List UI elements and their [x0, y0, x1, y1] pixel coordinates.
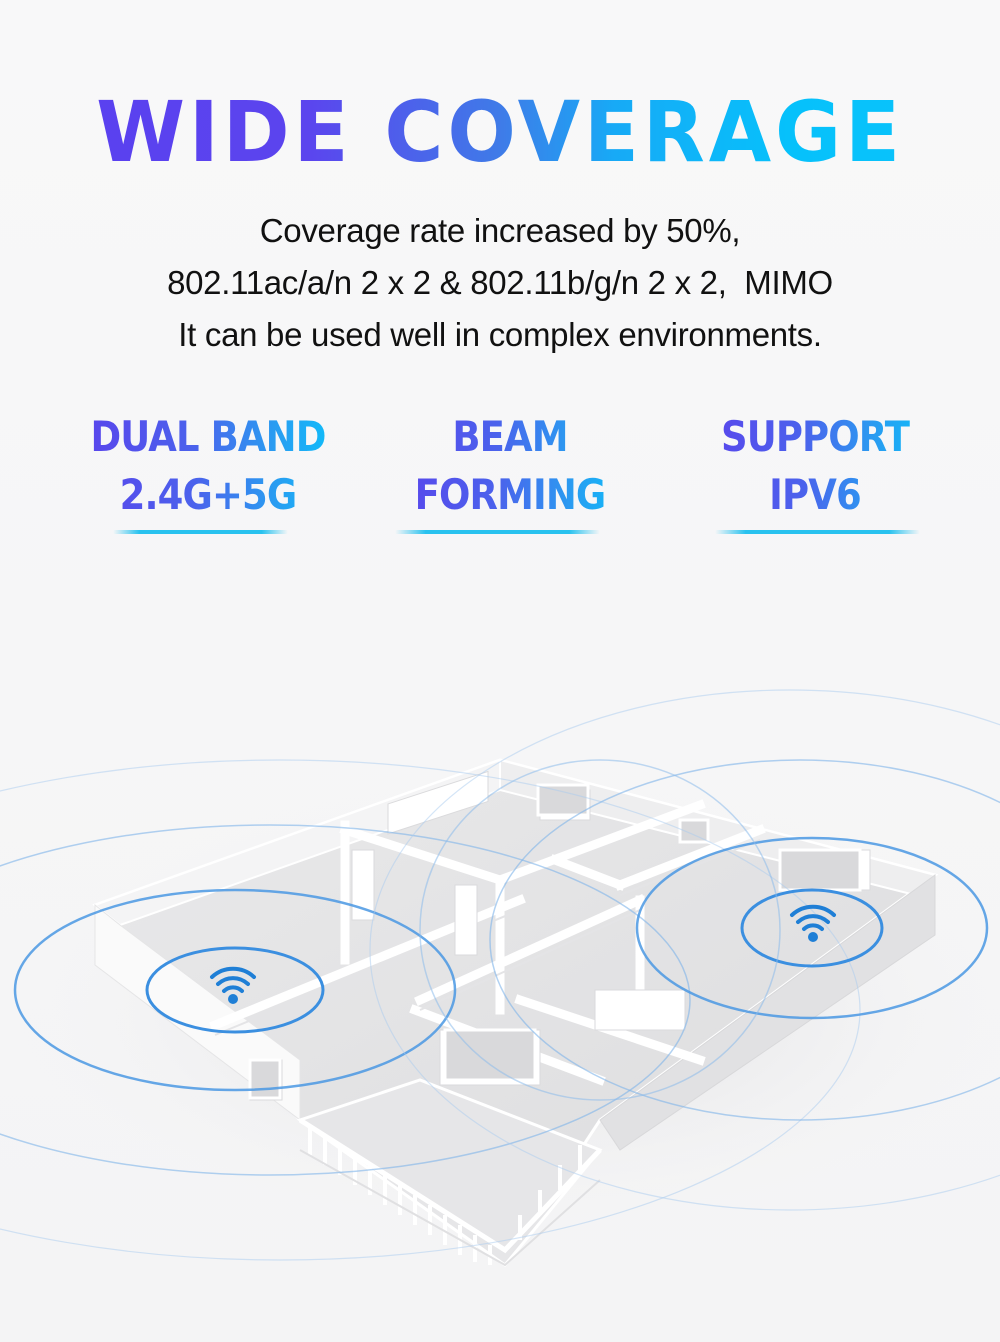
feature-underline: [113, 530, 288, 534]
subtitle-line: Coverage rate increased by 50%,: [259, 212, 741, 249]
feature-title: DUAL BAND: [76, 408, 340, 466]
feature-subtitle: 2.4G+5G: [76, 466, 340, 524]
subtitle-line: 802.11ac/a/n 2 x 2 & 802.11b/g/n 2 x 2, …: [167, 264, 833, 301]
feature-title: BEAM: [387, 408, 633, 466]
windows: [248, 783, 862, 1100]
wifi-icon: [790, 904, 836, 942]
signal-rings-right: [369, 689, 1000, 1211]
floorplan-svg: [0, 689, 1000, 1268]
feature-dual-band: DUAL BAND 2.4G+5G: [58, 408, 358, 534]
subtitle-block: Coverage rate increased by 50%, 802.11ac…: [0, 205, 1000, 361]
subtitle-line: It can be used well in complex environme…: [178, 316, 822, 353]
feature-underline: [715, 530, 920, 534]
signal-ring-center: [419, 759, 781, 1101]
signal-rings-left: [0, 759, 861, 1261]
feature-ipv6: SUPPORT IPV6: [680, 408, 950, 534]
feature-title: SUPPORT: [696, 408, 934, 466]
railing-top: [298, 1117, 602, 1254]
railing-bottom: [299, 1149, 601, 1267]
headline-title: WIDE COVERAGE: [20, 82, 980, 182]
feature-subtitle: FORMING: [387, 466, 633, 524]
feature-row: DUAL BAND 2.4G+5G BEAM FORMING SUPPORT I…: [0, 408, 1000, 548]
feature-underline: [395, 530, 600, 534]
wifi-icon: [210, 966, 256, 1004]
floorplan-illustration: [0, 560, 1000, 1342]
feature-beamforming: BEAM FORMING: [370, 408, 650, 534]
feature-subtitle: IPV6: [696, 466, 934, 524]
